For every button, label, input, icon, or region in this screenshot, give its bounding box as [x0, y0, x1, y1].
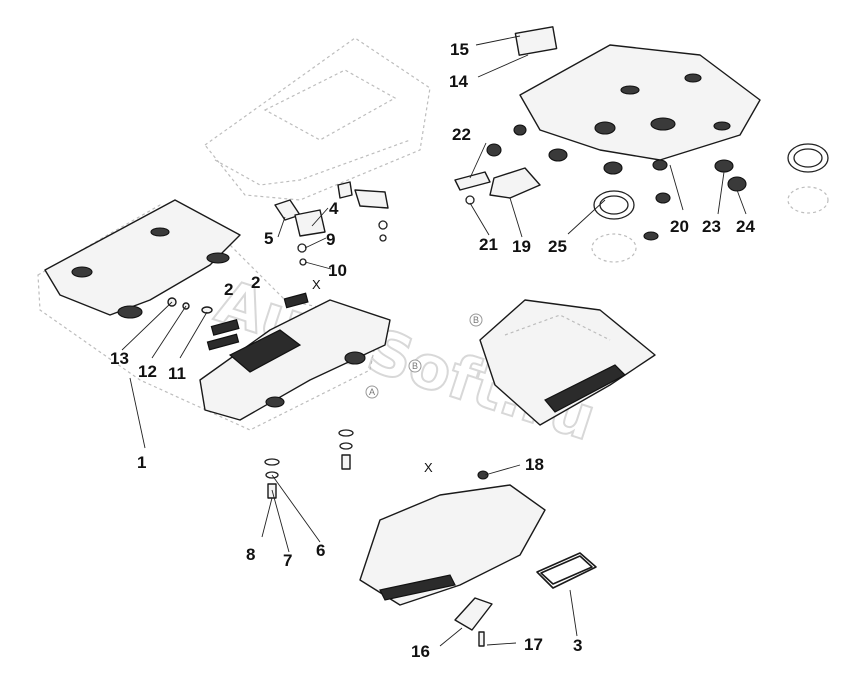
- leader-lines: [121, 35, 747, 647]
- reference-mark-b-right: B: [469, 313, 483, 327]
- callout-2a: 2: [224, 280, 233, 299]
- callout-2b: 2: [251, 273, 260, 292]
- fastener-stack-right: [338, 429, 354, 470]
- reference-mark-a: A: [365, 385, 379, 399]
- callout-9: 9: [326, 230, 335, 249]
- callout-4: 4: [329, 199, 339, 218]
- small-clips: [167, 297, 213, 314]
- mounting-brackets: [274, 181, 389, 266]
- callout-16: 16: [411, 642, 430, 661]
- callout-19: 19: [512, 237, 531, 256]
- seal-frame: [536, 552, 597, 589]
- reference-mark-b-left: B: [408, 359, 422, 373]
- cover-plates: [454, 167, 541, 205]
- callout-24: 24: [736, 217, 755, 236]
- callout-25: 25: [548, 237, 567, 256]
- callout-23: 23: [702, 217, 721, 236]
- callout-20: 20: [670, 217, 689, 236]
- callout-7: 7: [283, 551, 292, 570]
- parcel-shelf-trim: [199, 292, 391, 421]
- view-marker-upper: X: [312, 277, 321, 292]
- callout-17: 17: [524, 635, 543, 654]
- callout-10: 10: [328, 261, 347, 280]
- callout-14: 14: [449, 72, 468, 91]
- ghost-trunk-outline: [204, 37, 431, 201]
- rear-panel-assembly: [514, 26, 761, 161]
- svg-text:B: B: [412, 361, 418, 371]
- spare-wheel-well: [359, 470, 546, 606]
- access-cover: [454, 597, 493, 647]
- callout-21: 21: [479, 235, 498, 254]
- view-marker-lower: X: [424, 460, 433, 475]
- callout-11: 11: [168, 364, 186, 383]
- callout-1: 1: [137, 453, 146, 472]
- callout-6: 6: [316, 541, 325, 560]
- callout-18: 18: [525, 455, 544, 474]
- speaker-rings: [591, 143, 829, 263]
- svg-text:A: A: [369, 387, 375, 397]
- grommets-upper: [486, 124, 747, 241]
- floor-panel: [479, 299, 656, 426]
- svg-text:B: B: [473, 315, 479, 325]
- fastener-stack-left: [264, 458, 280, 499]
- callout-5: 5: [264, 229, 273, 248]
- callout-3: 3: [573, 636, 582, 655]
- callout-15: 15: [450, 40, 469, 59]
- callout-8: 8: [246, 545, 255, 564]
- callout-22: 22: [452, 125, 471, 144]
- callout-13: 13: [110, 349, 129, 368]
- callout-12: 12: [138, 362, 157, 381]
